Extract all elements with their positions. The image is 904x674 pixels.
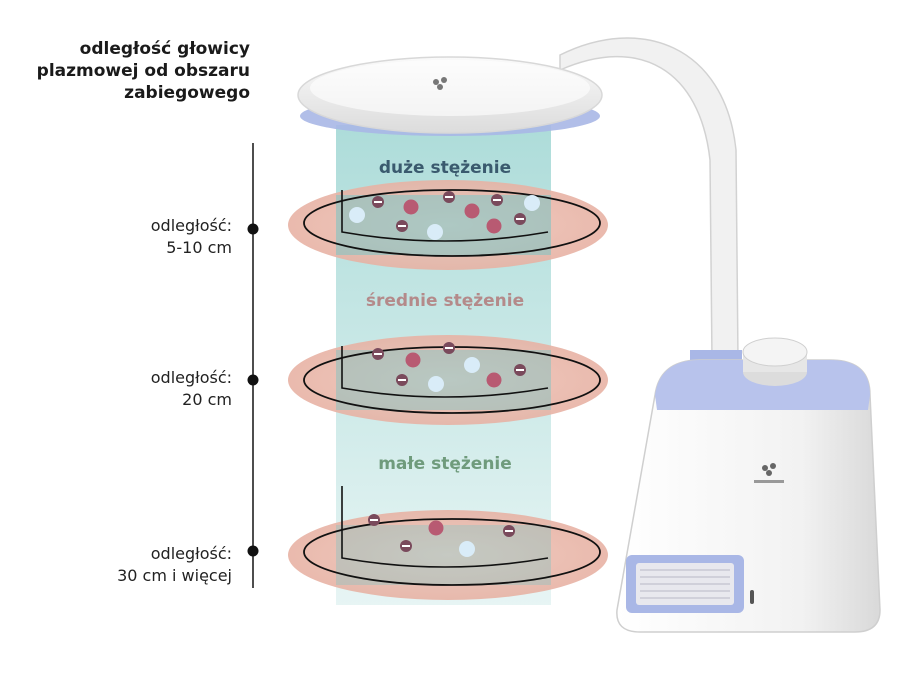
- heading-line-2: plazmowej od obszaru: [36, 61, 250, 81]
- minus-ion-icon: [396, 220, 408, 232]
- minus-ion-icon: [514, 213, 526, 225]
- minus-ion-icon: [514, 364, 526, 376]
- ion-light: [427, 224, 443, 240]
- distance-label-title: odległość:: [150, 544, 232, 563]
- axis-marker-near: [247, 223, 259, 235]
- treatment-area-far: [288, 510, 608, 600]
- brand-logo-icon: [433, 77, 447, 90]
- distance-label-title: odległość:: [150, 368, 232, 387]
- ion-dark: [464, 203, 480, 219]
- minus-ion-icon: [443, 342, 455, 354]
- minus-ion-icon: [443, 191, 455, 203]
- heading-line-3: zabiegowego: [124, 83, 250, 103]
- ion-light: [459, 541, 475, 557]
- power-indicator-icon: [750, 590, 754, 604]
- diagram-heading: odległość głowicy plazmowej od obszaru z…: [10, 38, 250, 104]
- particles-high: [349, 191, 540, 240]
- plasma-head: [297, 56, 603, 136]
- distance-label-middle: odległość: 20 cm: [22, 367, 232, 411]
- concentration-label-low: małe stężenie: [378, 454, 512, 474]
- device-base: [616, 337, 881, 633]
- minus-ion-icon: [503, 525, 515, 537]
- minus-ion-icon: [368, 514, 380, 526]
- distance-label-near: odległość: 5-10 cm: [22, 215, 232, 259]
- concentration-label-high: duże stężenie: [378, 158, 512, 178]
- ion-dark: [405, 352, 421, 368]
- distance-label-far: odległość: 30 cm i więcej: [22, 543, 232, 587]
- device-arm: [559, 37, 739, 361]
- axis-marker-far: [247, 545, 259, 557]
- particles-low: [368, 514, 515, 557]
- ion-light: [428, 376, 444, 392]
- control-knob-icon: [742, 337, 808, 386]
- minus-ion-icon: [491, 194, 503, 206]
- vent-grille: [626, 555, 744, 613]
- distance-label-value: 5-10 cm: [166, 238, 232, 257]
- brand-logo-icon: [754, 463, 784, 483]
- distance-label-title: odległość:: [150, 216, 232, 235]
- area-outline-far: [303, 518, 601, 586]
- ion-dark: [486, 372, 502, 388]
- ion-dark: [486, 218, 502, 234]
- minus-ion-icon: [396, 374, 408, 386]
- minus-ion-icon: [400, 540, 412, 552]
- ion-dark: [403, 199, 419, 215]
- minus-ion-icon: [372, 348, 384, 360]
- axis-marker-middle: [247, 374, 259, 386]
- distance-label-value: 30 cm i więcej: [117, 566, 232, 585]
- distance-label-value: 20 cm: [182, 390, 232, 409]
- ion-light: [524, 195, 540, 211]
- ion-light: [349, 207, 365, 223]
- concentration-label-medium: średnie stężenie: [365, 291, 525, 311]
- heading-line-1: odległość głowicy: [79, 39, 250, 59]
- ion-light: [464, 357, 480, 373]
- area-outline-near: [303, 189, 601, 257]
- ion-dark: [428, 520, 444, 536]
- treatment-area-middle: [288, 335, 608, 425]
- minus-ion-icon: [372, 196, 384, 208]
- particles-medium: [372, 342, 526, 392]
